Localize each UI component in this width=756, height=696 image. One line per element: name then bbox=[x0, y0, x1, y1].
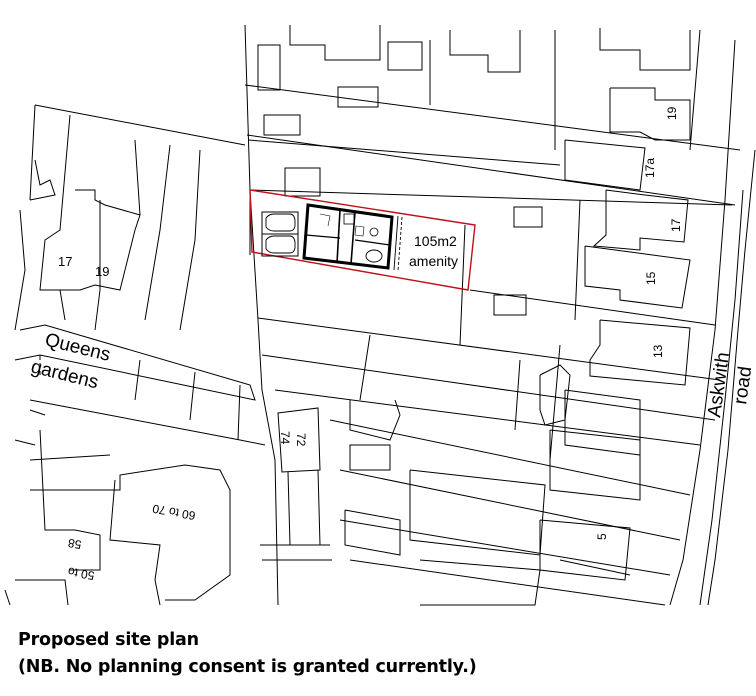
house-number-17a: 17a bbox=[643, 158, 657, 178]
house-number-19-left: 19 bbox=[95, 264, 109, 279]
house-number-19-top: 19 bbox=[665, 106, 679, 120]
street-label-road: road bbox=[730, 365, 756, 406]
street-label-askwith: Askwith bbox=[704, 351, 734, 419]
plot-area-label: 105m2 bbox=[414, 233, 457, 249]
house-number-5: 5 bbox=[595, 533, 609, 540]
map-linework bbox=[4, 24, 756, 606]
caption-title: Proposed site plan bbox=[18, 630, 199, 650]
house-number-13: 13 bbox=[651, 344, 665, 358]
house-number-74: 74 bbox=[278, 431, 292, 445]
house-number-17-left: 17 bbox=[58, 254, 72, 269]
street-label-gardens: gardens bbox=[29, 356, 101, 393]
house-number-60-to-70: 60 to 70 bbox=[151, 501, 196, 522]
house-number-15: 15 bbox=[644, 271, 658, 285]
caption-note: (NB. No planning consent is granted curr… bbox=[18, 657, 477, 677]
site-boundary bbox=[249, 189, 476, 291]
plot-area-sublabel: amenity bbox=[409, 253, 458, 269]
house-number-17: 17 bbox=[669, 218, 683, 232]
proposed-building bbox=[261, 203, 403, 272]
site-plan-map: 105m2 amenity Queens gardens Askwith roa… bbox=[4, 24, 756, 606]
house-number-72: 72 bbox=[294, 433, 308, 447]
house-number-58: 58 bbox=[67, 536, 83, 552]
house-number-50-to: 50 to bbox=[66, 564, 95, 582]
